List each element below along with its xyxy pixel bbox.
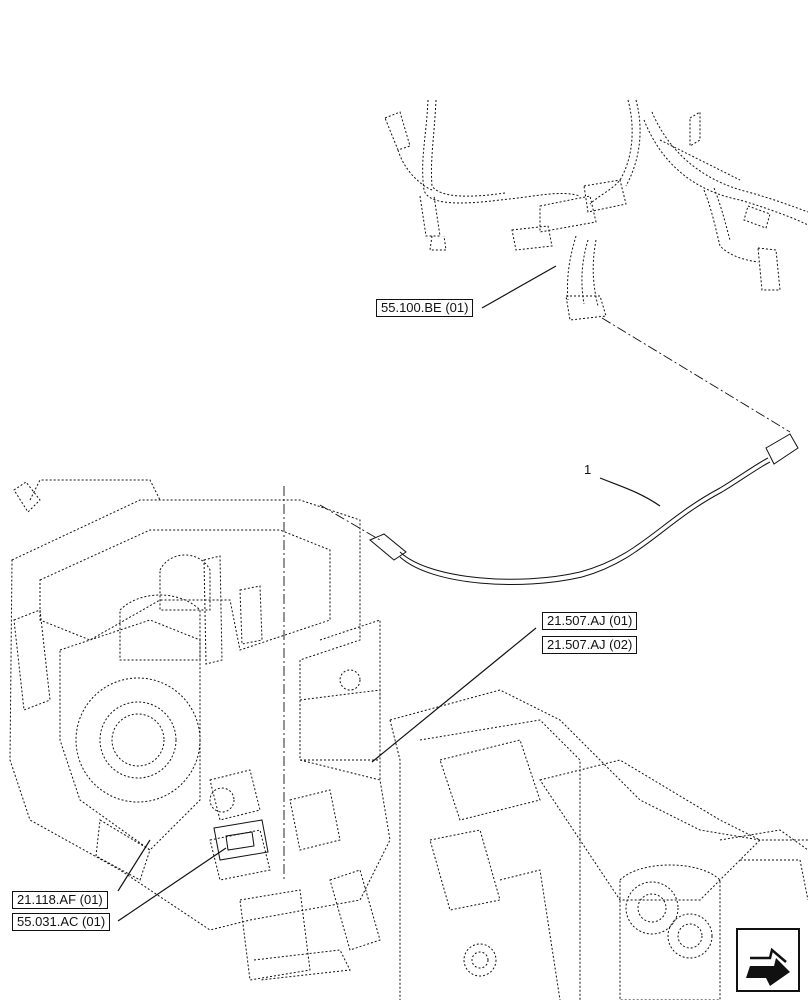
reference-box-55-031-ac[interactable]: 55.031.AC (01) — [12, 913, 111, 931]
reference-box-55-100-be[interactable]: 55.100.BE (01) — [376, 299, 474, 317]
leader-lines — [117, 265, 661, 922]
transmission-outline — [9, 479, 808, 1000]
alignment-lines — [283, 317, 791, 880]
reference-box-21-118-af[interactable]: 21.118.AF (01) — [12, 891, 108, 909]
reference-box-21-507-aj-02[interactable]: 21.507.AJ (02) — [542, 636, 638, 654]
harness-outline — [384, 99, 808, 321]
reference-box-21-507-aj-01[interactable]: 21.507.AJ (01) — [542, 612, 638, 630]
next-page-arrow-icon[interactable] — [736, 928, 800, 992]
part-number-label: 1 — [584, 462, 592, 477]
connector-detail — [213, 819, 269, 861]
cable-part — [369, 433, 799, 586]
